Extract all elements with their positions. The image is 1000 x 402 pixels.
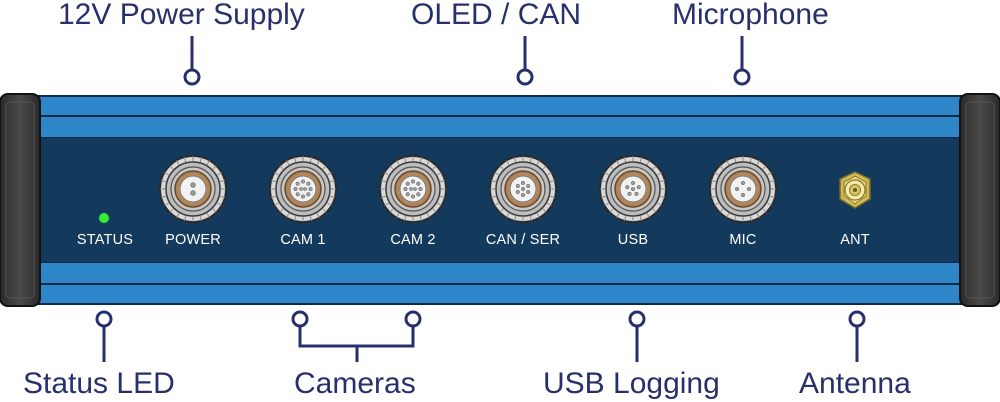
cam1-connector-icon (269, 155, 337, 223)
panel-label-ant: ANT (840, 232, 870, 248)
callout-microphone: Microphone (672, 0, 829, 31)
mic-connector-icon (709, 155, 777, 223)
can-ser-connector-icon (489, 155, 557, 223)
callout-usb-logging: USB Logging (543, 367, 720, 400)
cam2-connector-icon (379, 155, 447, 223)
callout-power-supply: 12V Power Supply (58, 0, 305, 31)
left-end-cap (0, 93, 41, 307)
panel-label-status: STATUS (76, 232, 134, 248)
panel-label-cam2: CAM 2 (390, 232, 436, 248)
callout-cameras: Cameras (294, 367, 416, 400)
panel-label-cam1: CAM 1 (280, 232, 326, 248)
usb-connector-icon (599, 155, 667, 223)
sma-antenna-connector-icon (839, 171, 871, 209)
callout-status-led: Status LED (23, 367, 175, 400)
callout-oled-can: OLED / CAN (411, 0, 582, 31)
panel-label-usb: USB (617, 232, 649, 248)
status-led-icon (99, 213, 109, 223)
panel-label-can-ser: CAN / SER (485, 232, 561, 248)
panel-label-power: POWER (165, 232, 221, 248)
right-end-cap (959, 93, 1000, 307)
panel-label-mic: MIC (729, 232, 757, 248)
power-connector-icon (159, 155, 227, 223)
callout-antenna: Antenna (799, 367, 911, 400)
